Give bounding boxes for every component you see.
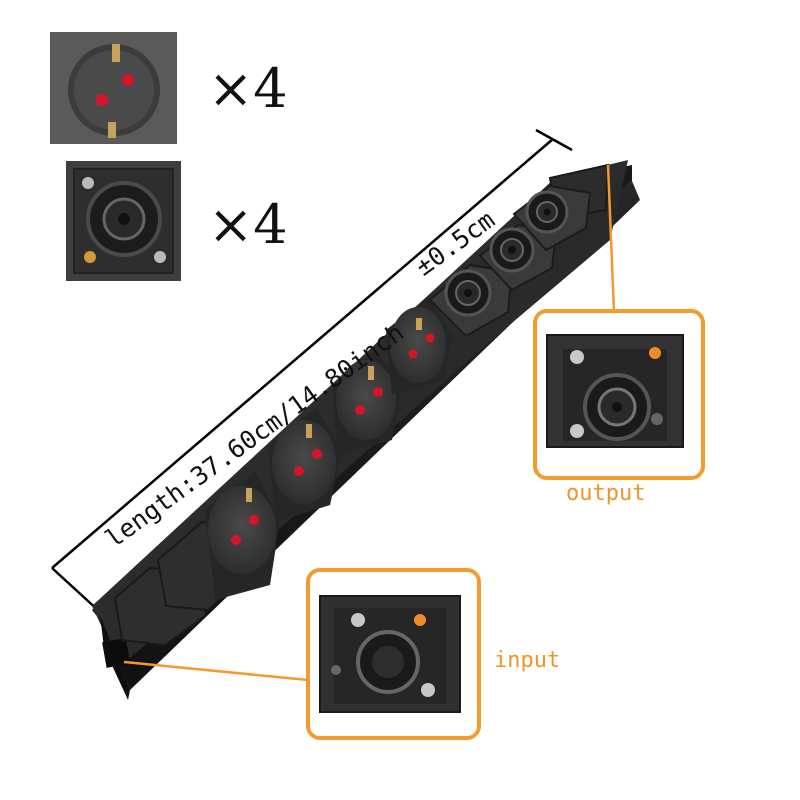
powercon-input-closeup [310, 572, 469, 728]
speakon-count: ×4 [208, 193, 288, 256]
output-label: output [566, 481, 646, 506]
output-callout-frame [533, 309, 705, 480]
speakon-connector-thumbnail [66, 161, 181, 281]
schuko-socket-2 [268, 408, 342, 522]
speakon-output-3 [512, 184, 592, 252]
speakon-output-closeup [537, 313, 693, 468]
input-label: input [494, 648, 561, 673]
input-callout-frame [306, 568, 481, 740]
socket-count: ×4 [208, 57, 288, 120]
speakon-connector-icon [66, 161, 181, 281]
dimension-line [51, 128, 573, 613]
schuko-socket-thumbnail [50, 32, 177, 144]
schuko-socket-icon [50, 32, 177, 144]
speakon-output-1 [428, 263, 514, 338]
schuko-socket-4 [386, 297, 452, 394]
callout-leader-lines [123, 164, 616, 682]
schuko-socket-1 [205, 472, 280, 600]
schuko-socket-3 [332, 350, 402, 455]
